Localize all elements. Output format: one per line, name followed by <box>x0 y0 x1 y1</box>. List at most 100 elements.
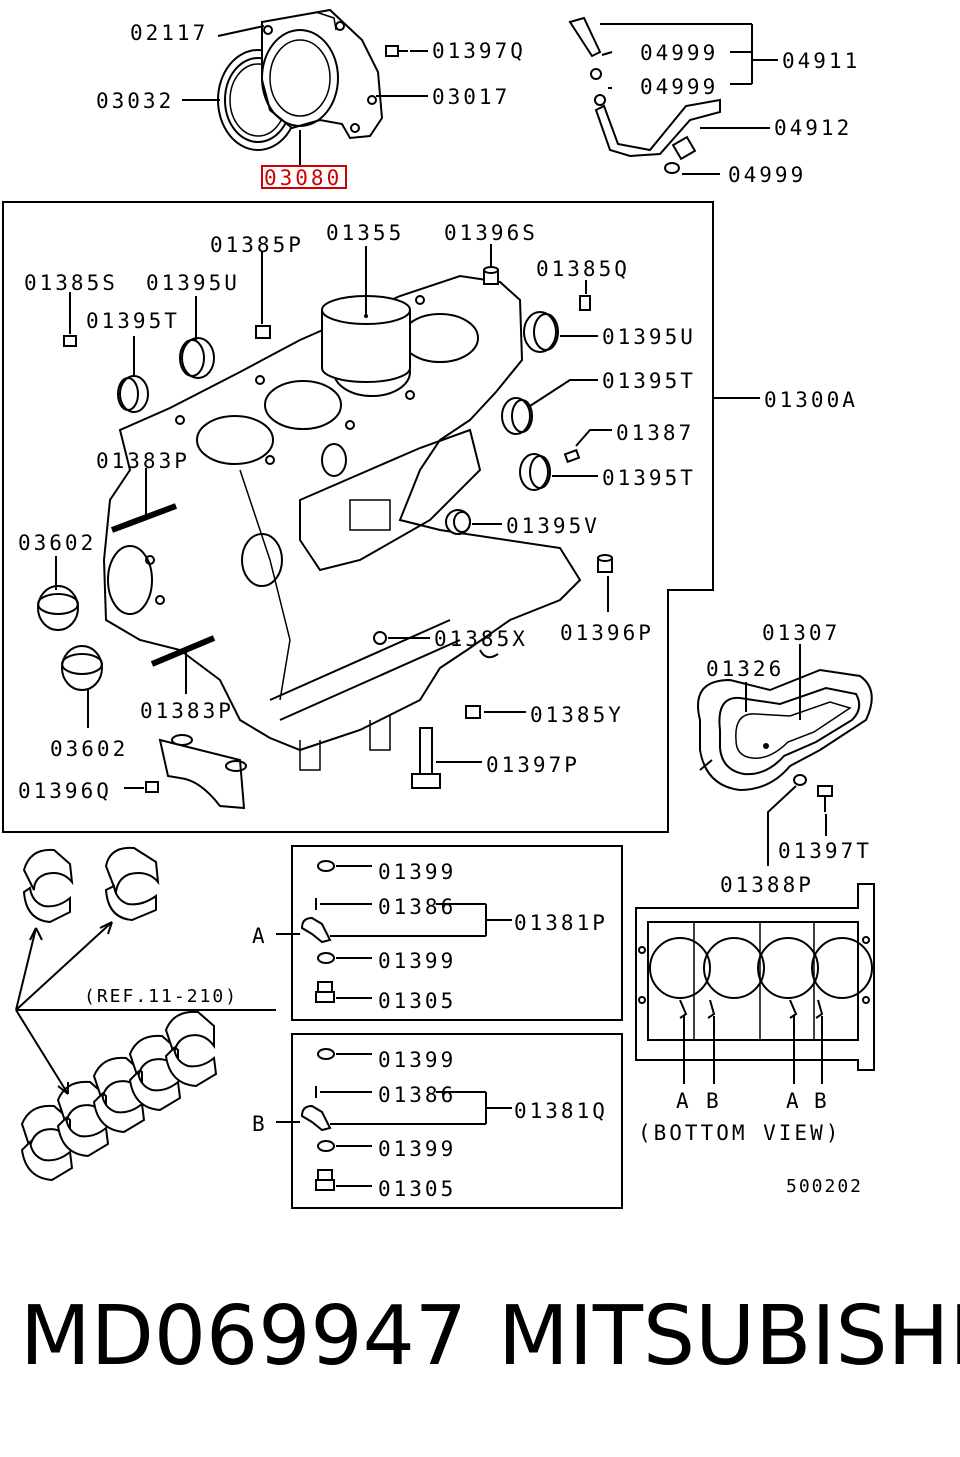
plug-icon <box>579 295 591 311</box>
bottom-view-label: (BOTTOM VIEW) <box>638 1121 841 1145</box>
set-a-label-01381p: 01381P <box>514 911 608 935</box>
expansion-plug-icon <box>523 311 559 353</box>
block-assembly-frame <box>2 201 714 833</box>
part-label-02117: 02117 <box>130 21 208 45</box>
part-label-01397t: 01397T <box>778 839 872 863</box>
reference-note: (REF.11-210) <box>84 986 238 1007</box>
diagram-code: 500202 <box>786 1176 863 1197</box>
part-label-01307: 01307 <box>762 621 840 645</box>
part-label-01385s: 01385S <box>24 271 118 295</box>
bottom-marker-a-1: A <box>676 1089 692 1113</box>
set-b-label-01386: 01386 <box>378 1083 456 1107</box>
bolt-icon <box>315 1169 335 1191</box>
pin-icon <box>563 448 581 464</box>
part-label-01397q: 01397Q <box>432 39 526 63</box>
bolt-icon <box>385 45 408 57</box>
part-label-01397p: 01397P <box>486 753 580 777</box>
part-label-01300a: 01300A <box>764 388 858 412</box>
part-label-01395v: 01395V <box>506 514 600 538</box>
part-label-01385x: 01385X <box>434 627 528 651</box>
highlight-box <box>261 165 347 189</box>
dowel-pin-icon <box>483 266 499 285</box>
washer-icon <box>317 1048 335 1060</box>
stud-bolt-icon <box>150 635 216 667</box>
part-label-03032: 03032 <box>96 89 174 113</box>
plug-icon <box>63 335 77 347</box>
set-b-label-01399-1: 01399 <box>378 1048 456 1072</box>
part-label-03602-top: 03602 <box>18 531 96 555</box>
part-label-01395u-left: 01395U <box>146 271 240 295</box>
main-bearing-icon <box>22 846 160 924</box>
cylinder-block-icon <box>102 274 582 771</box>
block-bottom-view-icon <box>635 883 875 1071</box>
part-label-01388p: 01388P <box>720 873 814 897</box>
marker-a: A <box>252 924 268 948</box>
dowel-pin-icon <box>145 781 159 793</box>
part-label-01385q: 01385Q <box>536 257 630 281</box>
part-label-01355: 01355 <box>326 221 404 245</box>
stud-bolt-icon <box>110 503 178 533</box>
set-a-label-01305: 01305 <box>378 989 456 1013</box>
part-label-03080[interactable]: 03080 <box>264 166 342 190</box>
set-a-label-01399-2: 01399 <box>378 949 456 973</box>
expansion-plug-icon <box>501 397 533 435</box>
part-label-04999-2: 04999 <box>640 75 718 99</box>
expansion-plug-icon <box>445 509 471 535</box>
part-label-01396s: 01396S <box>444 221 538 245</box>
part-label-01383p-bottom: 01383P <box>140 699 234 723</box>
plug-icon <box>465 705 481 719</box>
set-b-label-01399-2: 01399 <box>378 1137 456 1161</box>
part-label-01395u-right: 01395U <box>602 325 696 349</box>
part-label-03602-bottom: 03602 <box>50 737 128 761</box>
bottom-marker-a-2: A <box>786 1089 802 1113</box>
expansion-plug-icon <box>117 375 149 413</box>
part-label-01383p-top: 01383P <box>96 449 190 473</box>
set-a-label-01386: 01386 <box>378 895 456 919</box>
part-label-01385y: 01385Y <box>530 703 624 727</box>
part-label-01385p: 01385P <box>210 233 304 257</box>
part-label-01396q: 01396Q <box>18 779 112 803</box>
washer-icon <box>793 774 807 786</box>
part-label-04999-1: 04999 <box>640 41 718 65</box>
jet-icon <box>300 916 332 944</box>
bushing-icon <box>61 645 103 691</box>
brand-name: MITSUBISHI <box>498 1289 960 1384</box>
oil-gauge-icon <box>568 16 721 174</box>
part-label-04911: 04911 <box>782 49 860 73</box>
washer-icon <box>317 860 335 872</box>
set-b-label-01305: 01305 <box>378 1177 456 1201</box>
plug-icon <box>255 325 271 339</box>
part-label-01395t-right-1: 01395T <box>602 369 696 393</box>
part-label-01395t-right-2: 01395T <box>602 466 696 490</box>
set-a-label-01399-1: 01399 <box>378 860 456 884</box>
bottom-marker-b-1: B <box>706 1089 722 1113</box>
part-label-03017: 03017 <box>432 85 510 109</box>
expansion-plug-icon <box>179 337 215 379</box>
crank-bearing-set-icon <box>20 1010 218 1182</box>
dowel-pin-icon <box>597 554 613 573</box>
bottom-marker-b-2: B <box>814 1089 830 1113</box>
part-number: MD069947 <box>20 1289 467 1384</box>
part-label-04912: 04912 <box>774 116 852 140</box>
part-label-04999-3: 04999 <box>728 163 806 187</box>
set-b-label-01381q: 01381Q <box>514 1099 608 1123</box>
seal-case-icon <box>261 8 384 140</box>
marker-b: B <box>252 1112 268 1136</box>
washer-icon <box>317 952 335 964</box>
bearing-cap-icon <box>158 734 247 810</box>
bolt-icon <box>315 981 335 1003</box>
part-label-01395t-left: 01395T <box>86 309 180 333</box>
bolt-icon <box>411 727 441 789</box>
plug-icon <box>373 631 387 645</box>
leader-arrows <box>15 921 276 1095</box>
expansion-plug-icon <box>519 453 551 491</box>
bushing-icon <box>37 585 79 631</box>
oil-pan-gasket-icon <box>697 668 873 792</box>
jet-icon <box>300 1104 332 1132</box>
rear-seal-group: 02117 01397Q 03032 03017 03080 <box>96 8 526 190</box>
oil-gauge-group: 04999 04999 04911 04912 04999 <box>568 16 860 187</box>
part-label-01387: 01387 <box>616 421 694 445</box>
bolt-icon <box>817 785 833 812</box>
